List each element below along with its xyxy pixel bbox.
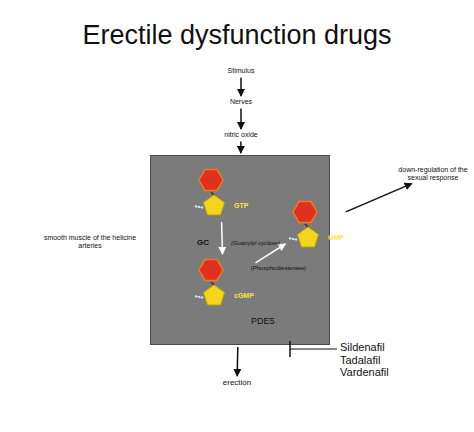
enzyme-label: PDE5 <box>251 316 275 326</box>
enzyme-label: GC <box>197 238 209 248</box>
molecule-label: GMP <box>328 234 344 241</box>
molecule-label: GTP <box>234 202 248 209</box>
node-text: nitric oxide <box>201 131 281 139</box>
connector-arrow <box>346 184 412 212</box>
heme-gtp-illustration <box>193 166 233 220</box>
nitric-oxide-node: nitric oxide <box>201 131 281 139</box>
node-text: Sildenafil Tadalafil Vardenafil <box>340 341 402 379</box>
connector-arrow <box>221 222 223 254</box>
edge-label: (Phosphodiesterase) <box>250 265 307 272</box>
inhibition-bar <box>289 341 291 357</box>
connector-arrow <box>256 244 286 263</box>
heme-gtp-illustration <box>287 198 327 252</box>
gmp-molecule: GMP <box>287 198 344 252</box>
diagram-title: Erectile dysfunction drugs <box>0 20 474 51</box>
connector-arrow <box>240 108 242 129</box>
heme-gtp-illustration <box>193 256 233 310</box>
cgmp-molecule: cGMP <box>193 256 254 310</box>
enzyme-label: (Guanylyl cyclase) <box>231 240 280 247</box>
down-regulation-node: down-regulation of the sexual response <box>398 166 468 183</box>
gtp-molecule: GTP <box>193 166 248 220</box>
stimulus-text-node: Stimulus <box>206 67 276 75</box>
smooth-muscle-cell-box: PDE5GTPcGMPGMPGC(Guanylyl cyclase) <box>150 155 330 345</box>
erection-node: erection <box>202 378 272 388</box>
tissue-label: smooth muscle of the helicine arteries <box>40 234 140 251</box>
drug-list-node: Sildenafil Tadalafil Vardenafil <box>340 341 402 379</box>
connector-arrow <box>240 141 242 153</box>
node-text: erection <box>202 378 272 388</box>
connector-arrow <box>236 347 238 376</box>
connector-arrow <box>240 77 242 96</box>
node-text: down-regulation of the sexual response <box>398 166 468 183</box>
node-text: Stimulus <box>206 67 276 75</box>
connector-arrow <box>290 348 337 349</box>
molecule-label: cGMP <box>234 292 254 299</box>
nerves-text-node: Nerves <box>206 98 276 106</box>
node-text: Nerves <box>206 98 276 106</box>
